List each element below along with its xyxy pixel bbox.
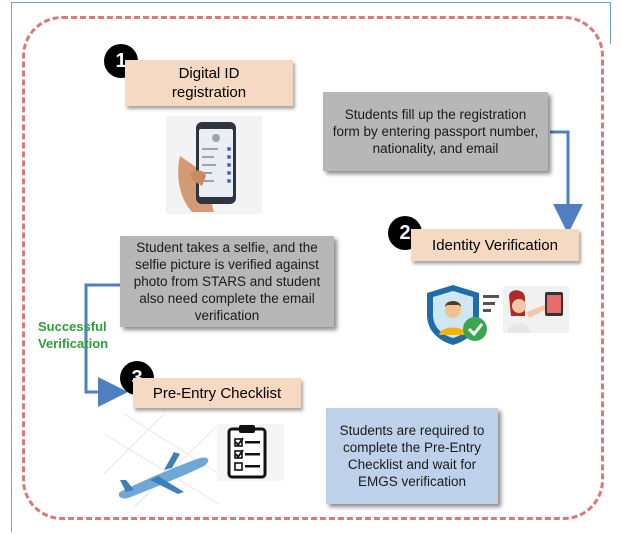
step-3-label: Pre-Entry Checklist (133, 378, 301, 408)
frame-left-border (11, 2, 12, 532)
face-verification-shield-icon (423, 283, 505, 347)
clipboard-checklist-icon (217, 424, 284, 481)
airplane-icon (103, 413, 220, 508)
arrow-registration-to-identity (550, 130, 583, 234)
arrow-selfie-to-checklist (84, 283, 128, 407)
frame-top-border (11, 2, 611, 3)
step-2-label: Identity Verification (411, 229, 579, 261)
note-selfie: Student takes a selfie, and the selfie p… (120, 236, 334, 327)
note-registration: Students fill up the registration form b… (323, 92, 548, 171)
note-checklist: Students are required to complete the Pr… (326, 408, 498, 504)
successful-verification-label: Successful Verification (38, 319, 109, 351)
dashed-outline (22, 16, 604, 520)
selfie-icon (503, 286, 569, 333)
step-1-label: Digital ID registration (125, 60, 293, 106)
phone-in-hand-icon (166, 116, 262, 214)
frame-right-border (610, 2, 611, 44)
